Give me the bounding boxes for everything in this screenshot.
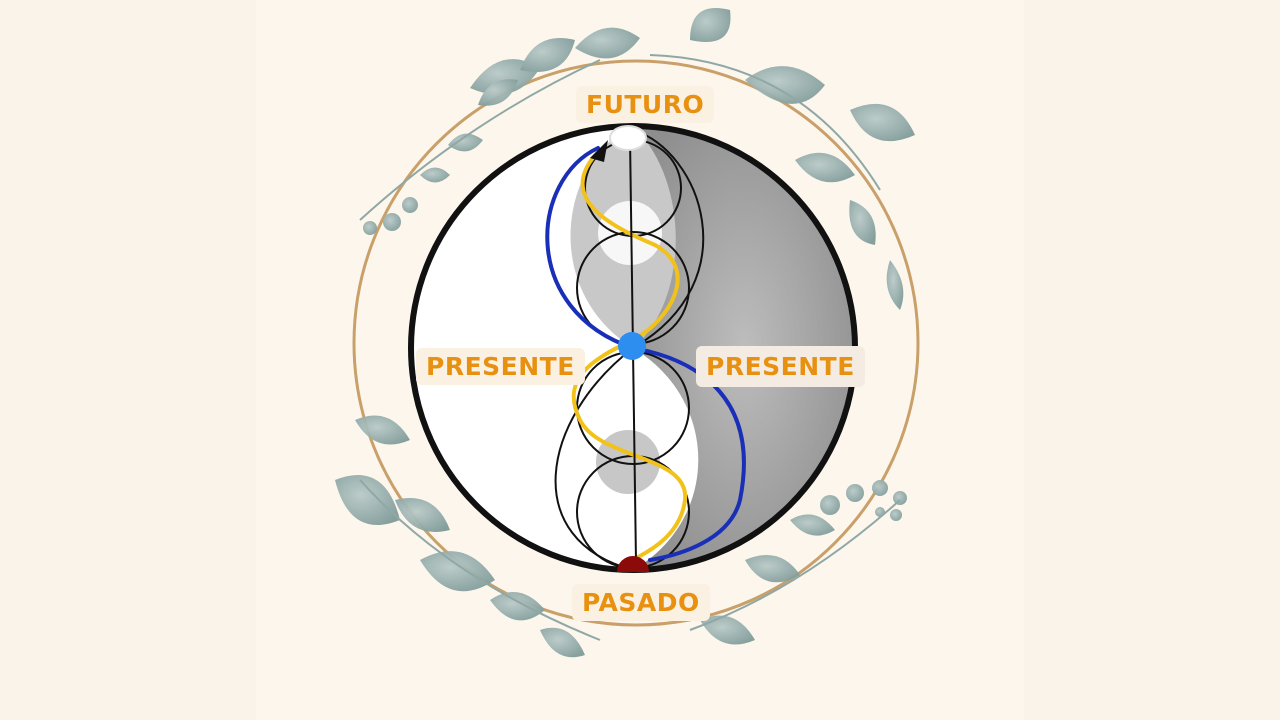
eucalyptus-stems — [359, 54, 901, 641]
label-futuro: FUTURO — [576, 86, 715, 123]
blue-path — [545, 146, 746, 562]
label-presente-left: PRESENTE — [416, 348, 585, 385]
golden-ring — [352, 59, 920, 627]
present-dot — [618, 332, 646, 360]
label-presente-right: PRESENTE — [696, 346, 865, 387]
future-dot — [609, 125, 647, 151]
past-dot — [617, 556, 649, 572]
label-pasado: PASADO — [572, 584, 710, 621]
arrowhead-icon — [590, 140, 608, 162]
eucalyptus-leaf-icon — [335, 8, 915, 658]
